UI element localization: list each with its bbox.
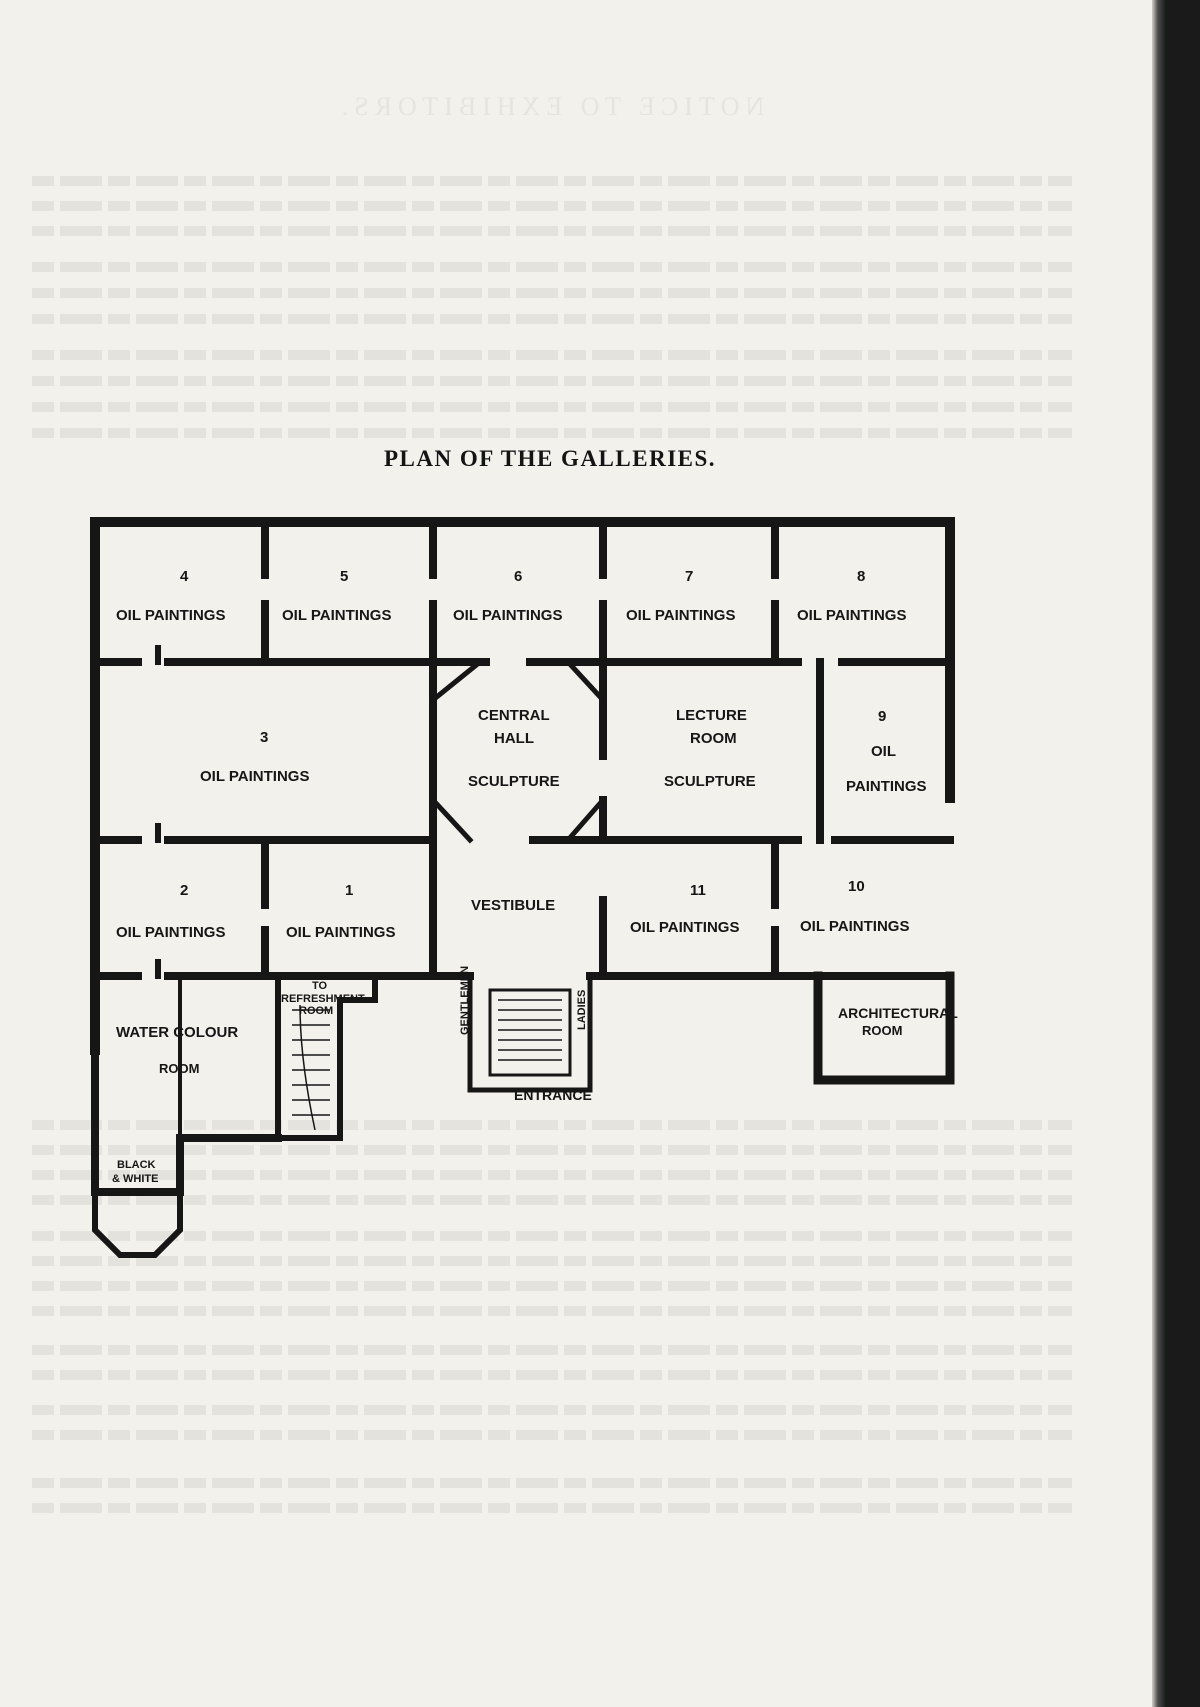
room-number-6: 6	[514, 568, 522, 585]
room-8-label: OIL PAINTINGS	[797, 607, 906, 624]
black-white-label-3: ROOM	[122, 1187, 156, 1199]
room-7-label: OIL PAINTINGS	[626, 607, 735, 624]
lecture-room-label-1: LECTURE	[676, 707, 747, 724]
room-number-9: 9	[878, 708, 886, 725]
water-colour-room-label-1: WATER COLOUR	[116, 1024, 238, 1041]
room-labels: 4 5 6 7 8 OIL PAINTINGS OIL PAINTINGS OI…	[116, 568, 958, 1103]
room-number-5: 5	[340, 568, 348, 585]
stairs	[292, 999, 562, 1131]
lecture-room-sculpture-label: SCULPTURE	[664, 773, 756, 790]
room-9-label-2: PAINTINGS	[846, 778, 927, 795]
room-3-label: OIL PAINTINGS	[200, 768, 309, 785]
refreshment-label-1: REFRESHMENT	[281, 993, 365, 1005]
room-number-1: 1	[345, 882, 353, 899]
room-number-3: 3	[260, 729, 268, 746]
architectural-room-label-2: ROOM	[862, 1023, 902, 1038]
room-number-8: 8	[857, 568, 865, 585]
small-labels: TO REFRESHMENT ROOM BLACK & WHITE ROOM G…	[112, 966, 588, 1199]
vestibule-label: VESTIBULE	[471, 897, 555, 914]
lecture-room-label-2: ROOM	[690, 730, 737, 747]
room-number-7: 7	[685, 568, 693, 585]
entrance-label: ENTRANCE	[514, 1087, 592, 1103]
plan-walls	[90, 517, 955, 1258]
black-white-label-2: & WHITE	[112, 1173, 158, 1185]
refreshment-to-label: TO	[312, 980, 328, 992]
black-white-label-1: BLACK	[117, 1159, 156, 1171]
central-hall-label-1: CENTRAL	[478, 707, 550, 724]
central-hall-label-2: HALL	[494, 730, 534, 747]
central-hall-sculpture-label: SCULPTURE	[468, 773, 560, 790]
water-colour-room-label-2: ROOM	[159, 1061, 199, 1076]
room-number-11: 11	[690, 882, 706, 899]
room-1-label: OIL PAINTINGS	[286, 924, 395, 941]
room-number-10: 10	[848, 878, 865, 895]
ladies-label: LADIES	[576, 990, 588, 1030]
room-6-label: OIL PAINTINGS	[453, 607, 562, 624]
architectural-room-label-1: ARCHITECTURAL	[838, 1005, 958, 1021]
room-number-4: 4	[180, 568, 189, 585]
room-4-label: OIL PAINTINGS	[116, 607, 225, 624]
gentlemen-label: GENTLEMEN	[459, 966, 471, 1035]
plan-title: PLAN OF THE GALLERIES.	[383, 446, 717, 471]
page	[0, 0, 1152, 1707]
room-number-2: 2	[180, 882, 188, 899]
refreshment-label-2: ROOM	[299, 1005, 333, 1017]
gallery-floor-plan: 4 5 6 7 8 OIL PAINTINGS OIL PAINTINGS OI…	[90, 517, 958, 1258]
page-edge	[1152, 0, 1200, 1707]
room-10-label: OIL PAINTINGS	[800, 918, 909, 935]
room-9-label-1: OIL	[871, 743, 896, 760]
room-2-label: OIL PAINTINGS	[116, 924, 225, 941]
room-11-label: OIL PAINTINGS	[630, 919, 739, 936]
room-5-label: OIL PAINTINGS	[282, 607, 391, 624]
